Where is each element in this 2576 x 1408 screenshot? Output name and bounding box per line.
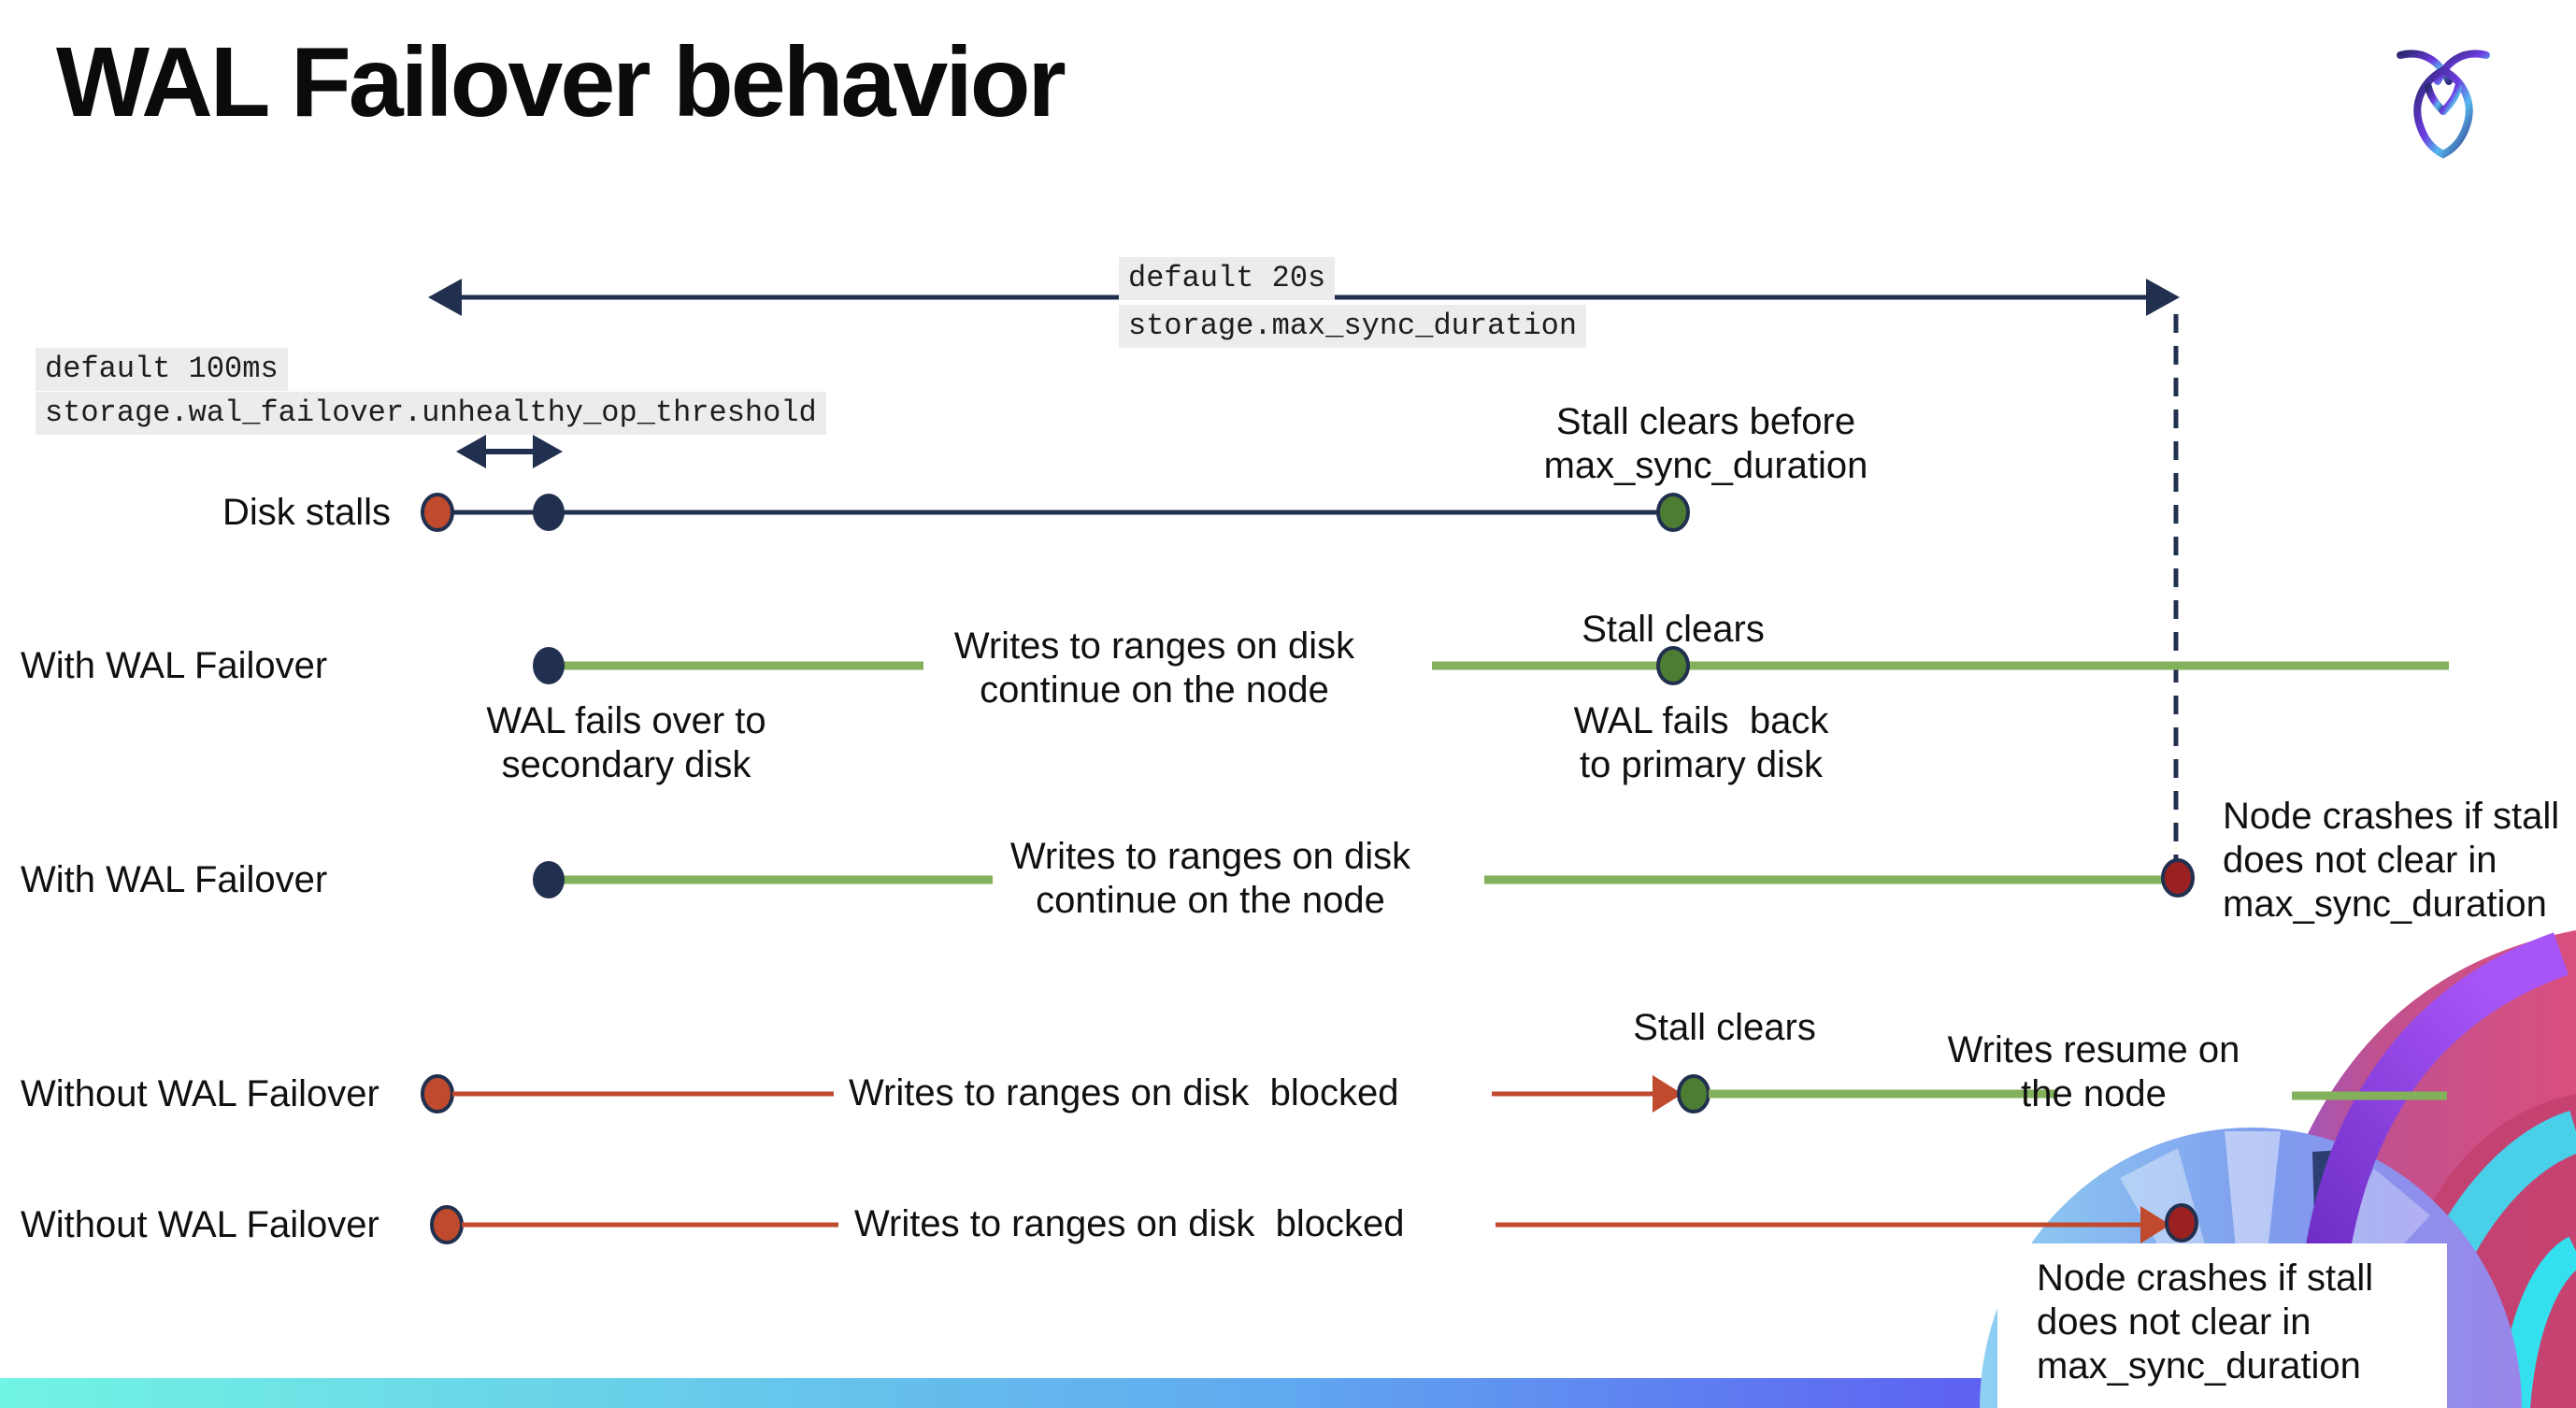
- annotation-wal-fails-back: WAL fails back to primary disk: [1573, 700, 1829, 785]
- annotation-wal-fails-over: WAL fails over to secondary disk: [486, 700, 766, 785]
- failover-dot: [533, 861, 565, 898]
- annotation-stall-clears-1: Stall clears: [1581, 609, 1765, 650]
- row-label-without-wal-failover-2: Without WAL Failover: [21, 1204, 379, 1245]
- stall-clears-dot: [1656, 493, 1690, 532]
- timeline-with-failover-crash: [533, 858, 2195, 898]
- crash-dot: [2165, 1203, 2198, 1243]
- crash-dot: [2161, 858, 2195, 898]
- max-sync-default-label: default 20s: [1119, 257, 1336, 300]
- stall-start-dot: [421, 1074, 454, 1113]
- annotation-node-crashes-2: Node crashes if stall does not clear in …: [2037, 1257, 2374, 1386]
- arrowhead: [2140, 1206, 2170, 1243]
- stall-start-dot: [421, 493, 454, 532]
- annotation-stall-clears-before: Stall clears before max_sync_duration: [1543, 401, 1868, 486]
- annotation-writes-resume: Writes resume on the node: [1947, 1029, 2240, 1114]
- annotation-writes-continue-1: Writes to ranges on disk continue on the…: [953, 625, 1355, 711]
- page-title: WAL Failover behavior: [56, 27, 1066, 137]
- threshold-setting-name: storage.wal_failover.unhealthy_op_thresh…: [36, 392, 826, 435]
- timeline-with-failover-clears: [533, 646, 2449, 685]
- annotation-writes-continue-2: Writes to ranges on disk continue on the…: [1009, 836, 1411, 921]
- row-label-with-wal-failover-2: With WAL Failover: [21, 859, 328, 900]
- timeline-without-failover-crash: [430, 1203, 2198, 1244]
- unhealthy-op-threshold-arrow: [456, 435, 563, 468]
- stall-clears-dot: [1677, 1074, 1710, 1113]
- annotation-writes-blocked-2: Writes to ranges on disk blocked: [854, 1203, 1405, 1244]
- annotation-node-crashes-1: Node crashes if stall does not clear in …: [2223, 796, 2560, 925]
- timeline-disk-stalls: [421, 493, 1690, 532]
- threshold-dot: [533, 494, 565, 531]
- row-label-disk-stalls: Disk stalls: [222, 492, 392, 533]
- row-label-without-wal-failover-1: Without WAL Failover: [21, 1073, 379, 1114]
- cockroachdb-logo-icon: [2397, 50, 2490, 159]
- annotation-writes-blocked-1: Writes to ranges on disk blocked: [849, 1072, 1399, 1113]
- max-sync-setting-name: storage.max_sync_duration: [1119, 305, 1587, 348]
- timeline-without-failover-clears: [421, 1074, 2447, 1113]
- failover-dot: [533, 647, 565, 684]
- threshold-default-label: default 100ms: [36, 348, 288, 391]
- stall-clears-dot: [1656, 646, 1690, 685]
- annotation-stall-clears-2: Stall clears: [1633, 1007, 1816, 1048]
- stall-start-dot: [430, 1205, 464, 1244]
- row-label-with-wal-failover-1: With WAL Failover: [21, 645, 328, 686]
- arrowhead: [1653, 1075, 1682, 1113]
- crash-callout-box: Node crashes if stall does not clear in …: [1997, 1243, 2447, 1408]
